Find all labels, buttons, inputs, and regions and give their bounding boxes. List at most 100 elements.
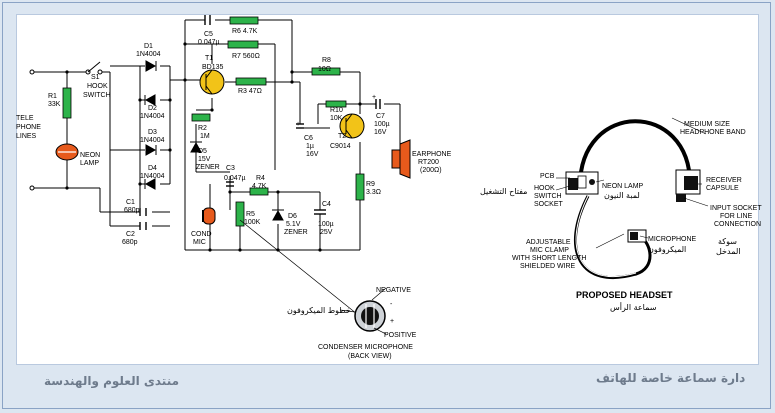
- neon-lamp-symbol: [55, 143, 79, 161]
- label-hs-switch: SWITCH: [534, 193, 562, 200]
- junction-dots: [65, 42, 362, 252]
- r1-resistor: [62, 87, 72, 119]
- label-r8: R8: [322, 57, 331, 64]
- label-condenser-microphone: CONDENSER MICROPHONE: [318, 344, 413, 351]
- label-mic-clamp: MIC CLAMP: [530, 247, 569, 254]
- footer-left-arabic: منتدى العلوم والهندسة: [44, 374, 180, 388]
- line-terminals: [29, 69, 35, 191]
- label-r7: R7 560Ω: [232, 53, 260, 60]
- label-r6: R6 4.7K: [232, 28, 258, 35]
- label-c7: C7: [376, 113, 385, 120]
- label-r5: R5: [246, 211, 255, 218]
- r8-resistor: [311, 67, 341, 76]
- label-phone: PHONE: [16, 124, 41, 131]
- label-r8-value: 10Ω: [318, 66, 331, 73]
- label-lines: LINES: [16, 133, 37, 140]
- label-tele: TELE: [16, 115, 34, 122]
- label-c4-voltage: 25V: [320, 229, 333, 236]
- label-c5: C5: [204, 31, 213, 38]
- label-r9: R9: [366, 181, 375, 188]
- label-c4-value: 100µ: [318, 221, 334, 228]
- label-d5: D5: [198, 148, 207, 155]
- label-arabic-microphone: الميكروفون: [648, 245, 686, 254]
- hook-switch: [85, 61, 103, 75]
- label-earphone: EARPHONE: [412, 151, 452, 158]
- label-c7-voltage: 16V: [374, 129, 387, 136]
- headset-title: PROPOSED HEADSET: [576, 290, 673, 300]
- label-minus: -: [390, 301, 393, 308]
- label-d5-zener: ZENER: [196, 164, 220, 171]
- label-r2: R2: [198, 125, 207, 132]
- t1-transistor: [199, 69, 225, 95]
- label-c6-voltage: 16V: [306, 151, 319, 158]
- d1-diode: [145, 60, 157, 72]
- r3-resistor: [235, 77, 267, 86]
- label-arabic-socket: سوكة: [718, 237, 737, 246]
- label-c5-value: 0.047µ: [198, 39, 220, 46]
- label-arabic-mic-lines: خطوط الميكروفون: [287, 306, 351, 315]
- label-s1: S1: [91, 74, 100, 81]
- label-d3: D3: [148, 129, 157, 136]
- r4-resistor: [249, 187, 269, 196]
- label-r2-value: 1M: [200, 133, 210, 140]
- d3-diode: [145, 144, 157, 156]
- label-lamp: LAMP: [80, 160, 99, 167]
- label-connection: CONNECTION: [714, 221, 761, 228]
- label-plus: +: [390, 318, 394, 325]
- label-d4-part: 1N4004: [140, 173, 165, 180]
- label-pcb: PCB: [540, 173, 555, 180]
- label-c6: C6: [304, 135, 313, 142]
- label-d6-zener: ZENER: [284, 229, 308, 236]
- label-c6-value: 1µ: [306, 143, 314, 150]
- label-earphone-model: RT200: [418, 159, 439, 166]
- tele-phone-lines-label: TELE PHONE LINES: [16, 115, 41, 140]
- label-hs-hook: HOOK: [534, 185, 555, 192]
- label-d6-voltage: 5.1V: [286, 221, 301, 228]
- label-short-length: WITH SHORT LENGTH: [512, 255, 586, 262]
- label-c7-plus: +: [372, 94, 376, 101]
- label-r5-value: 100K: [244, 219, 261, 226]
- r2-resistor: [191, 113, 211, 122]
- label-c3-value: 0.047µ: [224, 175, 246, 182]
- label-capsule: CAPSULE: [706, 185, 739, 192]
- label-d6: D6: [288, 213, 297, 220]
- label-band-size: MEDIUM SIZE: [684, 121, 730, 128]
- d5-zener: [190, 141, 202, 153]
- label-d2: D2: [148, 105, 157, 112]
- label-c7-value: 100µ: [374, 121, 390, 128]
- diodes: [144, 60, 284, 221]
- label-d2-part: 1N4004: [140, 113, 165, 120]
- label-r10-value: 10K: [330, 115, 343, 122]
- r9-resistor: [355, 173, 365, 201]
- label-receiver: RECEIVER: [706, 177, 742, 184]
- headset-arabic-title: سماعة الرأس: [610, 302, 657, 312]
- label-c2: C2: [126, 231, 135, 238]
- label-arabic-neon: لمبة النيون: [604, 191, 640, 200]
- resistors: [62, 16, 365, 227]
- r6-resistor: [229, 16, 259, 25]
- label-r3: R3 47Ω: [238, 88, 262, 95]
- label-negative: NEGATIVE: [376, 287, 411, 294]
- label-d1: D1: [144, 43, 153, 50]
- label-d4: D4: [148, 165, 157, 172]
- label-t2-part: C9014: [330, 143, 351, 150]
- label-t2: T2: [338, 133, 346, 140]
- mic-pointer-line: [239, 219, 363, 319]
- label-arabic-hook-switch: مفتاح التشغيل: [480, 187, 527, 196]
- d2-diode: [144, 94, 156, 106]
- label-earphone-impedance: (200Ω): [420, 167, 442, 174]
- label-hs-neon-lamp: NEON LAMP: [602, 183, 644, 190]
- capacitors: [139, 15, 381, 230]
- label-shielded-wire: SHIELDED WIRE: [520, 263, 576, 270]
- label-c2-value: 680p: [122, 239, 138, 246]
- label-d3-part: 1N4004: [140, 137, 165, 144]
- label-neon: NEON: [80, 152, 100, 159]
- mic-back-view: [339, 287, 387, 335]
- cond-mic-symbol: [202, 207, 216, 225]
- label-c1: C1: [126, 199, 135, 206]
- label-band: HEADPHONE BAND: [680, 129, 746, 136]
- d6-zener: [272, 209, 284, 221]
- label-c6-plus: +: [296, 121, 300, 128]
- label-hs-microphone: MICROPHONE: [648, 236, 697, 243]
